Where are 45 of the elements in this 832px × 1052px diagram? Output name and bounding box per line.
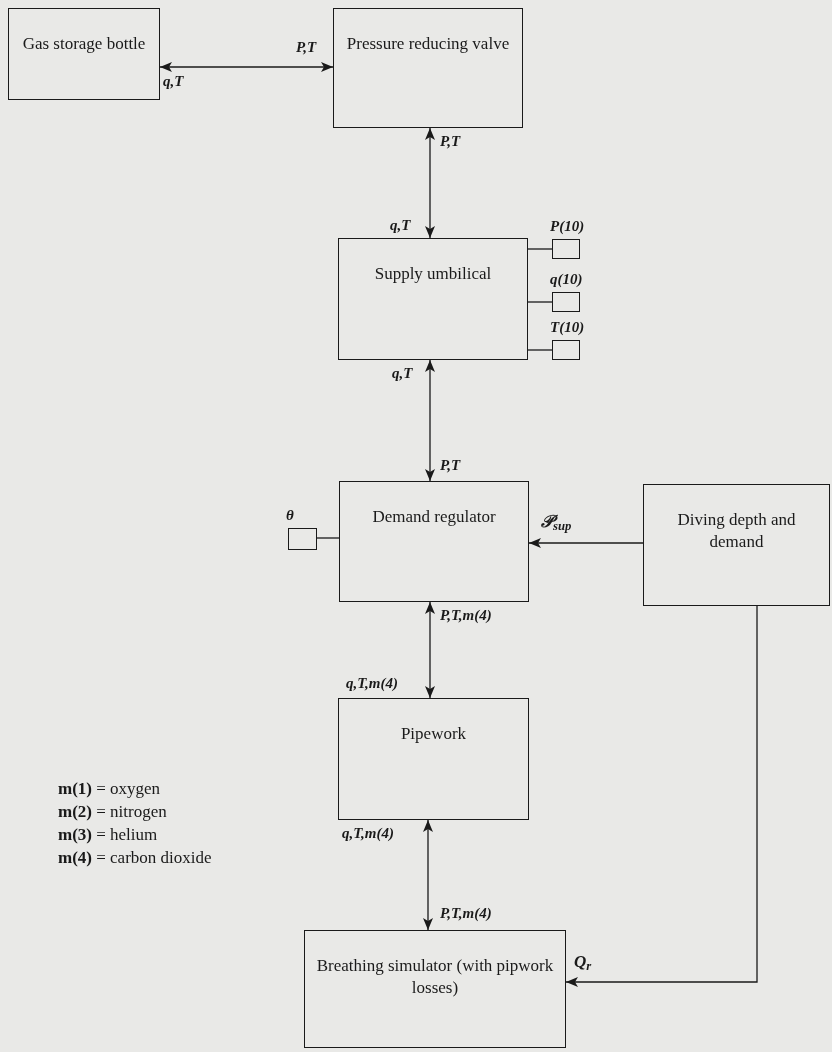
process-box bbox=[8, 8, 160, 100]
arrow bbox=[425, 359, 435, 482]
process-box bbox=[338, 238, 528, 360]
signal-label: q,T bbox=[392, 364, 413, 382]
key-note: m(4) = carbon dioxide bbox=[58, 847, 212, 869]
signal-label: P,T bbox=[296, 38, 317, 56]
signal-label: P(10) bbox=[550, 217, 585, 235]
connector-line bbox=[527, 248, 553, 250]
signal-label: q(10) bbox=[550, 270, 583, 288]
process-box bbox=[339, 481, 529, 602]
process-box bbox=[333, 8, 523, 128]
box-label: Diving depth and demand bbox=[676, 509, 797, 553]
signal-label: P,T,m(4) bbox=[440, 606, 492, 624]
arrow bbox=[159, 62, 334, 72]
arrow bbox=[425, 127, 435, 239]
signal-label: q,T bbox=[390, 216, 411, 234]
process-box bbox=[304, 930, 566, 1048]
box-label: Pipework bbox=[400, 723, 467, 745]
edge-label: 𝒫$_{sup}$ bbox=[541, 512, 572, 532]
signal-label: q,T,m(4) bbox=[342, 824, 394, 842]
signal-label: P,T bbox=[440, 132, 461, 150]
box-label: Gas storage bottle bbox=[22, 33, 146, 55]
signal-label: P,T bbox=[440, 456, 461, 474]
edge-label: Q$_{r}$ bbox=[574, 952, 592, 972]
arrow bbox=[528, 538, 644, 548]
signal-label: q,T bbox=[163, 72, 184, 90]
connector-line bbox=[527, 301, 553, 303]
box-label: Breathing simulator (with pipwork losses) bbox=[315, 955, 555, 999]
signal-label: T(10) bbox=[550, 318, 585, 336]
box-label: Supply umbilical bbox=[374, 263, 492, 285]
arrow bbox=[425, 601, 435, 699]
process-box bbox=[643, 484, 830, 606]
arrow bbox=[565, 605, 758, 987]
key-note: m(1) = oxygen bbox=[58, 778, 161, 800]
arrow bbox=[423, 819, 433, 931]
box-label: Pressure reducing valve bbox=[346, 33, 510, 55]
key-note: m(3) = helium bbox=[58, 824, 158, 846]
signal-label: P,T,m(4) bbox=[440, 904, 492, 922]
signal-label: θ bbox=[286, 506, 294, 524]
connector-line bbox=[527, 349, 553, 351]
box-label: Demand regulator bbox=[372, 506, 496, 528]
connector-line bbox=[316, 537, 340, 539]
process-box bbox=[338, 698, 529, 820]
key-note: m(2) = nitrogen bbox=[58, 801, 167, 823]
signal-label: q,T,m(4) bbox=[346, 674, 398, 692]
